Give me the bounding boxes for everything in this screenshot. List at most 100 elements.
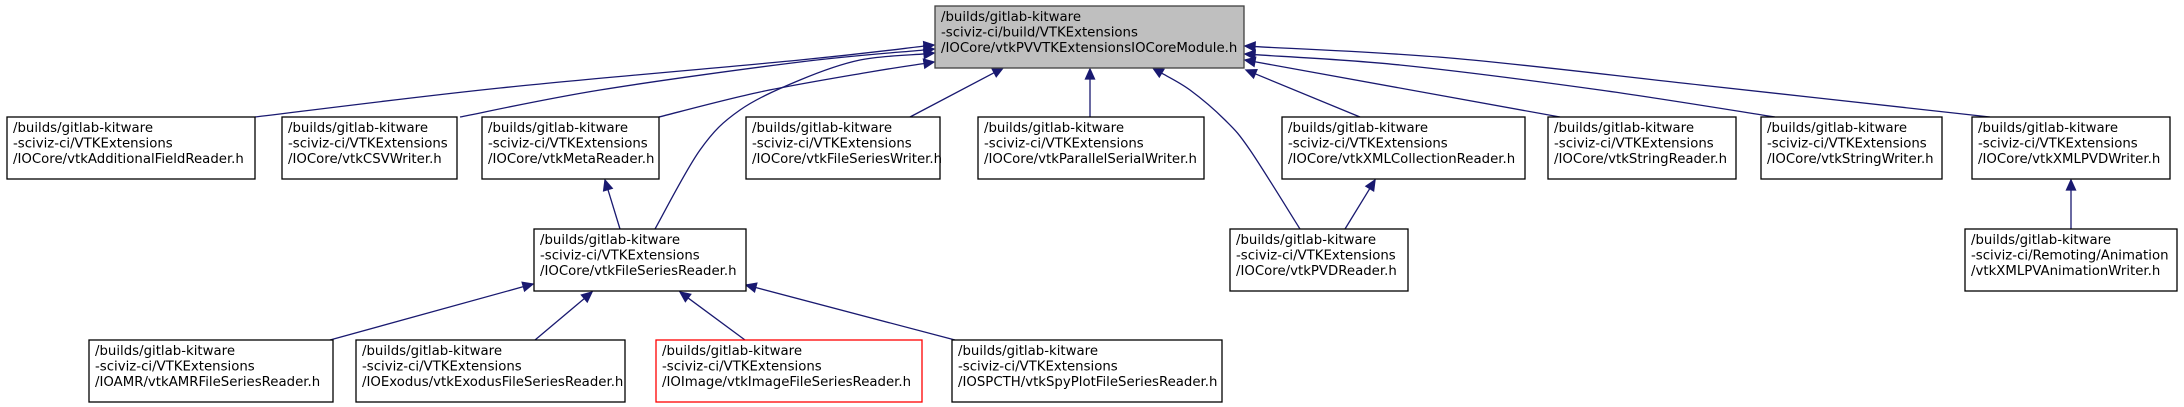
node-metareader[interactable]: /builds/gitlab-kitware-sciviz-ci/VTKExte… (481, 116, 660, 180)
edge-line (658, 62, 925, 118)
node-box[interactable] (1971, 116, 2171, 180)
node-stringreader[interactable]: /builds/gitlab-kitware-sciviz-ci/VTKExte… (1547, 116, 1737, 180)
node-box[interactable] (951, 339, 1223, 403)
edge-line (755, 286, 956, 341)
arrowhead-icon (1364, 178, 1376, 192)
edge-line (254, 45, 925, 118)
node-label-line: -sciviz-ci/VTKExtensions (288, 137, 448, 152)
edge-line (459, 49, 925, 118)
arrowhead-icon (678, 291, 692, 303)
node-label-line: /builds/gitlab-kitware (95, 344, 235, 359)
node-label-line: /IOCore/vtkStringReader.h (1554, 152, 1727, 167)
node-label-line: -sciviz-ci/VTKExtensions (662, 360, 822, 375)
node-box[interactable] (6, 116, 256, 180)
arrowhead-icon (922, 48, 936, 60)
edge-line (1344, 188, 1371, 230)
arrowhead-icon (991, 67, 1005, 78)
node-label-line: /builds/gitlab-kitware (540, 233, 680, 248)
node-box[interactable] (88, 339, 334, 403)
node-box[interactable] (977, 116, 1205, 180)
node-label-line: /IOCore/vtkFileSeriesReader.h (540, 264, 737, 279)
edge-csvwriter-to-root (459, 44, 936, 118)
node-label-line: /builds/gitlab-kitware (362, 344, 502, 359)
node-label-line: -sciviz-ci/VTKExtensions (1236, 249, 1396, 264)
node-label-line: /builds/gitlab-kitware (662, 344, 802, 359)
edge-stringwriter-to-root (1243, 49, 1776, 118)
edge-xmlpvdwriter-to-root (1243, 41, 1991, 118)
node-label-line: /IOCore/vtkXMLPVDWriter.h (1978, 152, 2160, 167)
node-label-line: -sciviz-ci/VTKExtensions (1288, 137, 1448, 152)
edge-line (909, 72, 995, 118)
node-label-line: -sciviz-ci/VTKExtensions (13, 137, 173, 152)
node-label-line: /builds/gitlab-kitware (958, 344, 1098, 359)
node-box[interactable] (1229, 228, 1409, 292)
node-label-line: -sciviz-ci/VTKExtensions (540, 249, 700, 264)
edge-spyplot-to-fsreader (744, 282, 956, 341)
node-box[interactable] (481, 116, 660, 180)
node-image[interactable]: /builds/gitlab-kitware-sciviz-ci/VTKExte… (655, 339, 923, 403)
node-box[interactable] (655, 339, 923, 403)
node-csvwriter[interactable]: /builds/gitlab-kitware-sciviz-ci/VTKExte… (281, 116, 458, 180)
node-label-line: -sciviz-ci/VTKExtensions (1978, 137, 2138, 152)
edge-line (1254, 54, 1776, 118)
node-box[interactable] (934, 5, 1245, 69)
arrowhead-icon (1243, 56, 1257, 68)
node-label-line: /builds/gitlab-kitware (488, 121, 628, 136)
node-label-line: /builds/gitlab-kitware (1236, 233, 1376, 248)
node-stringwriter[interactable]: /builds/gitlab-kitware-sciviz-ci/VTKExte… (1760, 116, 1943, 180)
node-exodus[interactable]: /builds/gitlab-kitware-sciviz-ci/VTKExte… (355, 339, 626, 403)
edge-line (607, 189, 621, 230)
node-root[interactable]: /builds/gitlab-kitware-sciviz-ci/build/V… (934, 5, 1245, 69)
edge-line (1254, 45, 1991, 118)
node-label-line: /builds/gitlab-kitware (1971, 233, 2111, 248)
edge-line (329, 286, 524, 341)
edge-additional-to-root (254, 40, 936, 118)
node-label-line: /IOCore/vtkStringWriter.h (1767, 152, 1934, 167)
node-box[interactable] (281, 116, 458, 180)
node-animwriter[interactable]: /builds/gitlab-kitware-sciviz-ci/Remotin… (1964, 228, 2178, 292)
node-label-line: /vtkXMLPVAnimationWriter.h (1971, 264, 2160, 279)
node-xmlpvdwriter[interactable]: /builds/gitlab-kitware-sciviz-ci/VTKExte… (1971, 116, 2171, 180)
node-box[interactable] (1964, 228, 2178, 292)
node-label-line: /builds/gitlab-kitware (1767, 121, 1907, 136)
node-layer: /builds/gitlab-kitware-sciviz-ci/build/V… (6, 5, 2178, 403)
arrowhead-icon (744, 282, 758, 294)
node-fsreader[interactable]: /builds/gitlab-kitware-sciviz-ci/VTKExte… (533, 228, 747, 292)
arrowhead-icon (602, 178, 614, 192)
node-label-line: /builds/gitlab-kitware (752, 121, 892, 136)
edge-layer (254, 40, 2077, 341)
node-label-line: -sciviz-ci/VTKExtensions (958, 360, 1118, 375)
node-label-line: /IOCore/vtkMetaReader.h (488, 152, 654, 167)
node-label-line: /builds/gitlab-kitware (1288, 121, 1428, 136)
node-label-line: /builds/gitlab-kitware (1554, 121, 1694, 136)
edge-line (1255, 73, 1361, 118)
edge-xmlcollection-to-root (1244, 68, 1361, 118)
node-fswriter[interactable]: /builds/gitlab-kitware-sciviz-ci/VTKExte… (745, 116, 942, 180)
node-spyplot[interactable]: /builds/gitlab-kitware-sciviz-ci/VTKExte… (951, 339, 1223, 403)
node-box[interactable] (1547, 116, 1737, 180)
node-box[interactable] (1281, 116, 1526, 180)
node-label-line: -sciviz-ci/VTKExtensions (1554, 137, 1714, 152)
arrowhead-icon (580, 290, 594, 304)
node-xmlcollection[interactable]: /builds/gitlab-kitware-sciviz-ci/VTKExte… (1281, 116, 1526, 180)
node-pvdreader[interactable]: /builds/gitlab-kitware-sciviz-ci/VTKExte… (1229, 228, 1409, 292)
node-additional[interactable]: /builds/gitlab-kitware-sciviz-ci/VTKExte… (6, 116, 256, 180)
node-label-line: /IOCore/vtkPVDReader.h (1236, 264, 1397, 279)
node-parallelserial[interactable]: /builds/gitlab-kitware-sciviz-ci/VTKExte… (977, 116, 1205, 180)
node-label-line: -sciviz-ci/build/VTKExtensions (941, 26, 1138, 41)
node-label-line: -sciviz-ci/VTKExtensions (984, 137, 1144, 152)
node-label-line: /builds/gitlab-kitware (984, 121, 1124, 136)
node-label-line: /IOExodus/vtkExodusFileSeriesReader.h (362, 375, 623, 390)
node-label-line: /IOImage/vtkImageFileSeriesReader.h (662, 375, 911, 390)
node-label-line: /IOCore/vtkAdditionalFieldReader.h (13, 152, 244, 167)
node-box[interactable] (355, 339, 626, 403)
node-box[interactable] (1760, 116, 1943, 180)
node-label-line: /builds/gitlab-kitware (941, 10, 1081, 25)
node-box[interactable] (533, 228, 747, 292)
node-amr[interactable]: /builds/gitlab-kitware-sciviz-ci/VTKExte… (88, 339, 334, 403)
node-label-line: /builds/gitlab-kitware (13, 121, 153, 136)
edge-image-to-fsreader (678, 291, 746, 341)
node-box[interactable] (745, 116, 941, 180)
edge-line (534, 297, 585, 341)
